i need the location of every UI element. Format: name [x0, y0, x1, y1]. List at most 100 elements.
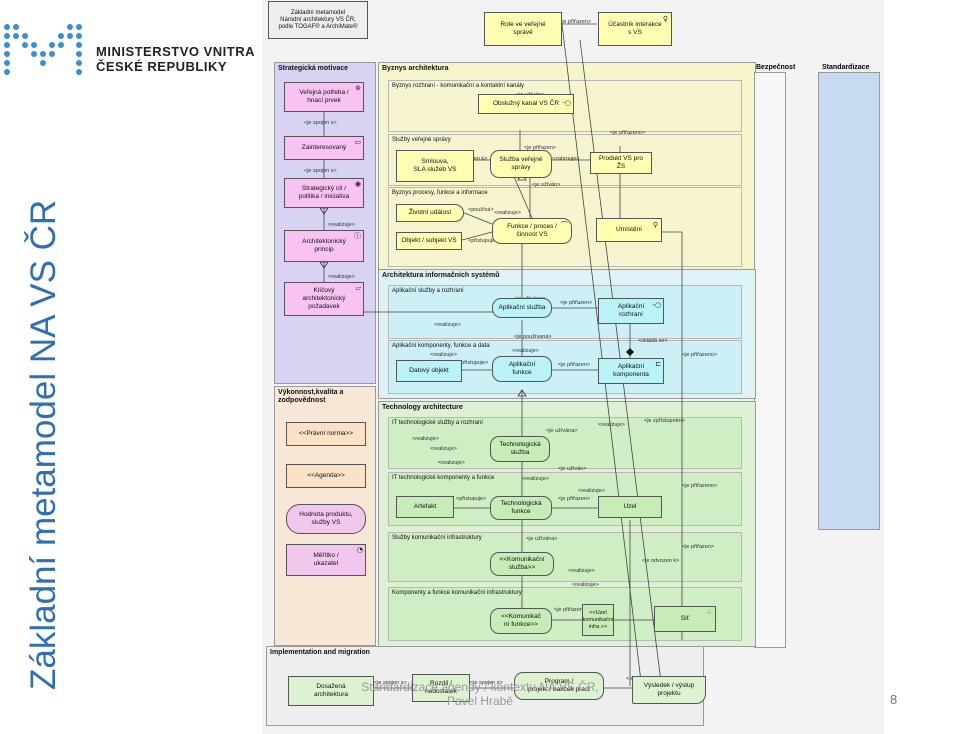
rel-appservice-interface: <je přiřazen> — [560, 300, 593, 306]
footer-line-1: Standardizace agendy / kontextu NA VS ČR… — [361, 680, 599, 694]
page-number: 8 — [890, 692, 898, 707]
rel-service-assigned: <je přiřazen> — [524, 145, 557, 151]
stakeholder-element: Zainteresovaný ▭ — [284, 136, 364, 160]
lane-standardization-title: Standardizace — [822, 64, 870, 71]
slide-title: Základní metamodel NA VS ČR — [24, 199, 63, 690]
sublane-it-components-title: IT technologické komponenty a funkce — [392, 475, 495, 481]
metric-icon: ◔ — [356, 546, 363, 554]
rel-techservice-realize-3: <realizuje> — [438, 460, 465, 466]
goal-line-2: politika / iniciativa — [298, 193, 350, 200]
lane-security-title: Bezpečnost — [756, 64, 796, 71]
sublane-it-services: IT technologické služby a rozhraní — [388, 417, 742, 469]
comm-node-line-3: infra.>> — [588, 623, 608, 630]
network-icon: ⁘ — [706, 609, 712, 617]
rel-techservice-used: <je užívána> — [546, 428, 578, 434]
rel-gap-program: <je spojen s> — [470, 680, 503, 686]
rel-data-realize: <realizuje> — [430, 352, 457, 358]
comm-node-element: <<Uzel komunikační infra.>> — [582, 604, 614, 636]
app-service-label: Aplikační služba — [498, 304, 546, 311]
requirement-element: Klíčový architektonický požadavek ▱ — [284, 282, 364, 316]
comm-function-line-1: <<Komunikač — [501, 613, 541, 620]
rel-process-object: <přistupuje> — [468, 238, 499, 244]
rel-stakeholder-goal: <je spojen s> — [304, 168, 337, 174]
life-event-label: Životní událost — [408, 209, 452, 216]
rel-product-assigned: <je přiřazeno> — [610, 130, 646, 136]
lane-motivation-title: Strategická motivace — [278, 65, 349, 72]
metric-element: Měřítko / ukazatel ◔ — [286, 544, 366, 576]
role-element: Role ve veřejné správě — [484, 12, 562, 46]
goal-element: Strategický cíl / politika / iniciativa … — [284, 178, 364, 208]
requirement-line-2: architektonický — [302, 295, 346, 302]
need-line-2: hnací prvek — [307, 97, 341, 104]
rel-techservice-node: <realizuje> — [598, 422, 625, 428]
location-label: Umístění — [615, 226, 642, 233]
need-line-1: Veřejná potřeba / — [299, 89, 349, 96]
tech-function-element: Technologická funkce — [490, 496, 552, 520]
goal-line-1: Strategický cíl / — [301, 185, 347, 192]
metric-line-1: Měřítko / — [313, 552, 339, 559]
sublane-comm-components-title: Komponenty a funkce komunikační infrastr… — [392, 590, 522, 596]
principle-element: Architektonický princip ⓘ — [284, 230, 364, 262]
contract-element: Smlouva, SLA služeb VS — [396, 150, 474, 182]
process-line-1: Funkce / proces / — [507, 223, 557, 230]
role-line-1: Role ve veřejné — [500, 21, 546, 28]
public-service-line-1: Služba veřejné — [499, 156, 543, 163]
rel-techfunc-realize: <realizuje> — [522, 476, 549, 482]
rel-component-assigned: <je přiřazeno> — [682, 352, 718, 358]
network-element: Síť ⁘ — [654, 606, 716, 632]
note-line-1: Základní metamodel — [290, 9, 346, 16]
comm-service-line-1: <<Komunikační — [499, 556, 545, 563]
deliverable-line-2: projektu — [657, 690, 681, 697]
slide-footer: Standardizace agendy / kontextu NA VS ČR… — [340, 680, 620, 708]
rel-function-data: <přistupuje> — [458, 360, 489, 366]
component-icon: ⊏ — [655, 360, 661, 368]
ministry-logo-name: MINISTERSTVO VNITRA ČESKÉ REPUBLIKY — [96, 44, 255, 74]
channel-element: Obslužný kanál VS ČR -○ — [478, 94, 574, 114]
rel-service-product: <zahrnuje> — [552, 156, 580, 162]
network-label: Síť — [680, 615, 690, 622]
sublane-comm-services: Služby komunikační infrastruktury — [388, 532, 742, 582]
tech-service-element: Technologická služba — [490, 436, 550, 462]
comm-service-line-2: služba>> — [508, 564, 536, 571]
stakeholder-icon: ▭ — [354, 138, 361, 146]
gap-element: Rozdíl / nedostatek — [412, 674, 470, 702]
product-label: Produkt VS pro ŽS — [598, 155, 644, 170]
node-label: Uzel — [623, 503, 637, 510]
program-line-1: Program / — [544, 678, 574, 685]
actor-icon: ♀ — [662, 15, 668, 23]
app-component-line-1: Aplikační — [617, 363, 645, 370]
requirement-line-3: požadavek — [308, 303, 340, 310]
participant-element: Účastník interakce s VS ♀ — [598, 12, 672, 46]
rel-techservice-realize-2: <realizuje> — [430, 446, 457, 452]
rel-techfunc-node: <je přiřazen> — [558, 496, 591, 502]
deliverable-element: Výsledek / výstup projektu — [632, 676, 706, 704]
goal-icon: ◉ — [354, 180, 361, 188]
business-object-element: Objekt / subjekt VS — [396, 232, 462, 250]
public-service-element: Služba veřejné správy — [490, 150, 552, 178]
rel-principle-requirement: <realizuje> — [328, 274, 355, 280]
agenda-label: <<Agenda>> — [307, 472, 345, 479]
sublane-comm-services-title: Služby komunikační infrastruktury — [392, 535, 482, 541]
sublane-app-components-title: Aplikační komponenty, funkce a data — [392, 343, 490, 349]
node-element: Uzel — [598, 496, 662, 518]
ministry-logo-emblem — [4, 24, 84, 84]
location-element: Umístění ⚲ — [596, 218, 662, 242]
app-component-element: Aplikační komponenta ⊏ — [598, 358, 664, 384]
rel-node-assigned: <je přiřazeno> — [682, 483, 718, 489]
data-object-label: Datový objekt — [409, 367, 449, 374]
lane-security — [754, 72, 786, 648]
comm-function-line-2: ní funkce>> — [504, 621, 538, 628]
app-function-element: Aplikační funkce — [492, 356, 552, 382]
rel-node-used: <je užíván> — [558, 466, 587, 472]
rel-node-realize: <realizuje> — [578, 488, 605, 494]
artifact-label: Artefakt — [413, 503, 437, 510]
stakeholder-label: Zainteresovaný — [301, 144, 347, 151]
rel-commservice-derived: <je odvozen k> — [642, 558, 680, 564]
lane-technology-title: Technology architecture — [382, 404, 463, 411]
tech-service-line-2: služba — [510, 449, 530, 456]
gap-line-1: Rozdíl / — [429, 680, 453, 687]
principle-line-1: Architektonický — [302, 238, 346, 245]
role-line-2: správě — [513, 29, 533, 36]
rel-need-stakeholder: <je spojen s> — [304, 120, 337, 126]
artifact-element: Artefakt — [396, 496, 454, 518]
